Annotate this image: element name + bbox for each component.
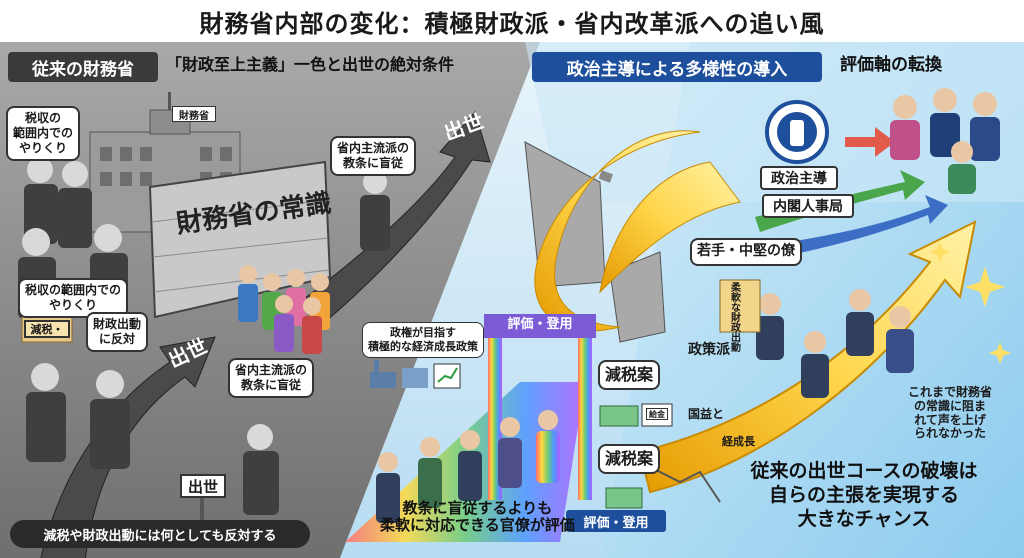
arrow-blue <box>790 195 948 254</box>
page-title: 財務省内部の変化：積極財政派・省内改革派への追い風 <box>0 0 1024 42</box>
book-text: 柔軟な財政出動 <box>728 282 740 352</box>
illustration-canvas: 従来の財務省 「財政至上主義」一色と出世の絶対条件 税収の 範囲内での やりくり… <box>0 42 1024 558</box>
right-footer: 従来の出世コースの破壊は 自らの主張を実現する 大きなチャンス <box>750 460 978 530</box>
bubble-tax-mid: 税収の範囲内での やりくり <box>18 278 129 318</box>
sparkle-icons <box>930 242 1011 364</box>
gate-top-label: 評価・登用 <box>507 317 573 332</box>
gate-side-label: 評価・登用 <box>566 510 666 532</box>
national-interest-label: 国益と <box>688 407 725 421</box>
factory-icon <box>370 360 461 389</box>
crowd-figures <box>238 265 330 354</box>
tax-cut-label-2: 減税案 <box>598 444 661 474</box>
golden-swirl <box>534 130 701 332</box>
middle-footer: 教条に盲従するよりも 柔軟に対応できる官僚が評価 <box>380 499 575 535</box>
bubble-dogma-bottom: 省内主流派の 教条に盲従 <box>228 358 315 398</box>
bubble-oppose: 財政出動 に反対 <box>86 312 149 352</box>
money-icon-2 <box>605 487 643 509</box>
badge-politics: 政治主導 <box>760 166 838 190</box>
left-footer: 減税や財政出動には何としても反対する <box>10 520 310 548</box>
young-officials-label: 若手・中堅の僚 <box>690 238 802 266</box>
policy-group-label: 政策派 <box>688 342 730 358</box>
badge-cabinet: 内閣人事局 <box>762 194 854 218</box>
signpost-pole <box>200 497 204 537</box>
arrow-red <box>845 127 895 157</box>
left-subtitle: 「財政至上主義」一色と出世の絶対条件 <box>166 55 455 74</box>
blocked-voice-caption: これまで財務省 の常識に阻ま れて声を上げ られなかった <box>908 385 993 441</box>
walking-officials <box>376 410 560 523</box>
policy-caption: 政権が目指す 積極的な経済成長政策 <box>362 322 484 358</box>
book-icon <box>719 279 761 333</box>
envelope-tag: 給金 <box>646 408 668 420</box>
bubble-dogma-top: 省内主流派の 教条に盲従 <box>330 136 417 176</box>
right-header: 政治主導による多様性の導入 <box>532 52 822 82</box>
career-arrow-mid <box>40 336 216 558</box>
bubble-tax-top: 税収の 範囲内での やりくり <box>6 106 81 161</box>
official-figures <box>18 157 390 515</box>
right-subtitle: 評価軸の転換 <box>840 55 942 75</box>
building-sign: 財務省 <box>172 106 216 122</box>
background-art <box>0 42 1024 558</box>
folder-tag: 減税・ <box>24 320 70 338</box>
running-officials <box>756 289 914 398</box>
ground-crack <box>639 461 721 503</box>
leader-figures <box>890 88 1000 194</box>
money-icon <box>599 405 639 427</box>
tax-cut-label-1: 減税案 <box>598 360 661 390</box>
signpost: 出世 <box>180 474 226 498</box>
wall-shape <box>148 160 332 319</box>
growth-label: 経成長 <box>722 435 755 448</box>
golden-arrow <box>638 220 977 494</box>
left-header: 従来の財務省 <box>8 52 158 82</box>
